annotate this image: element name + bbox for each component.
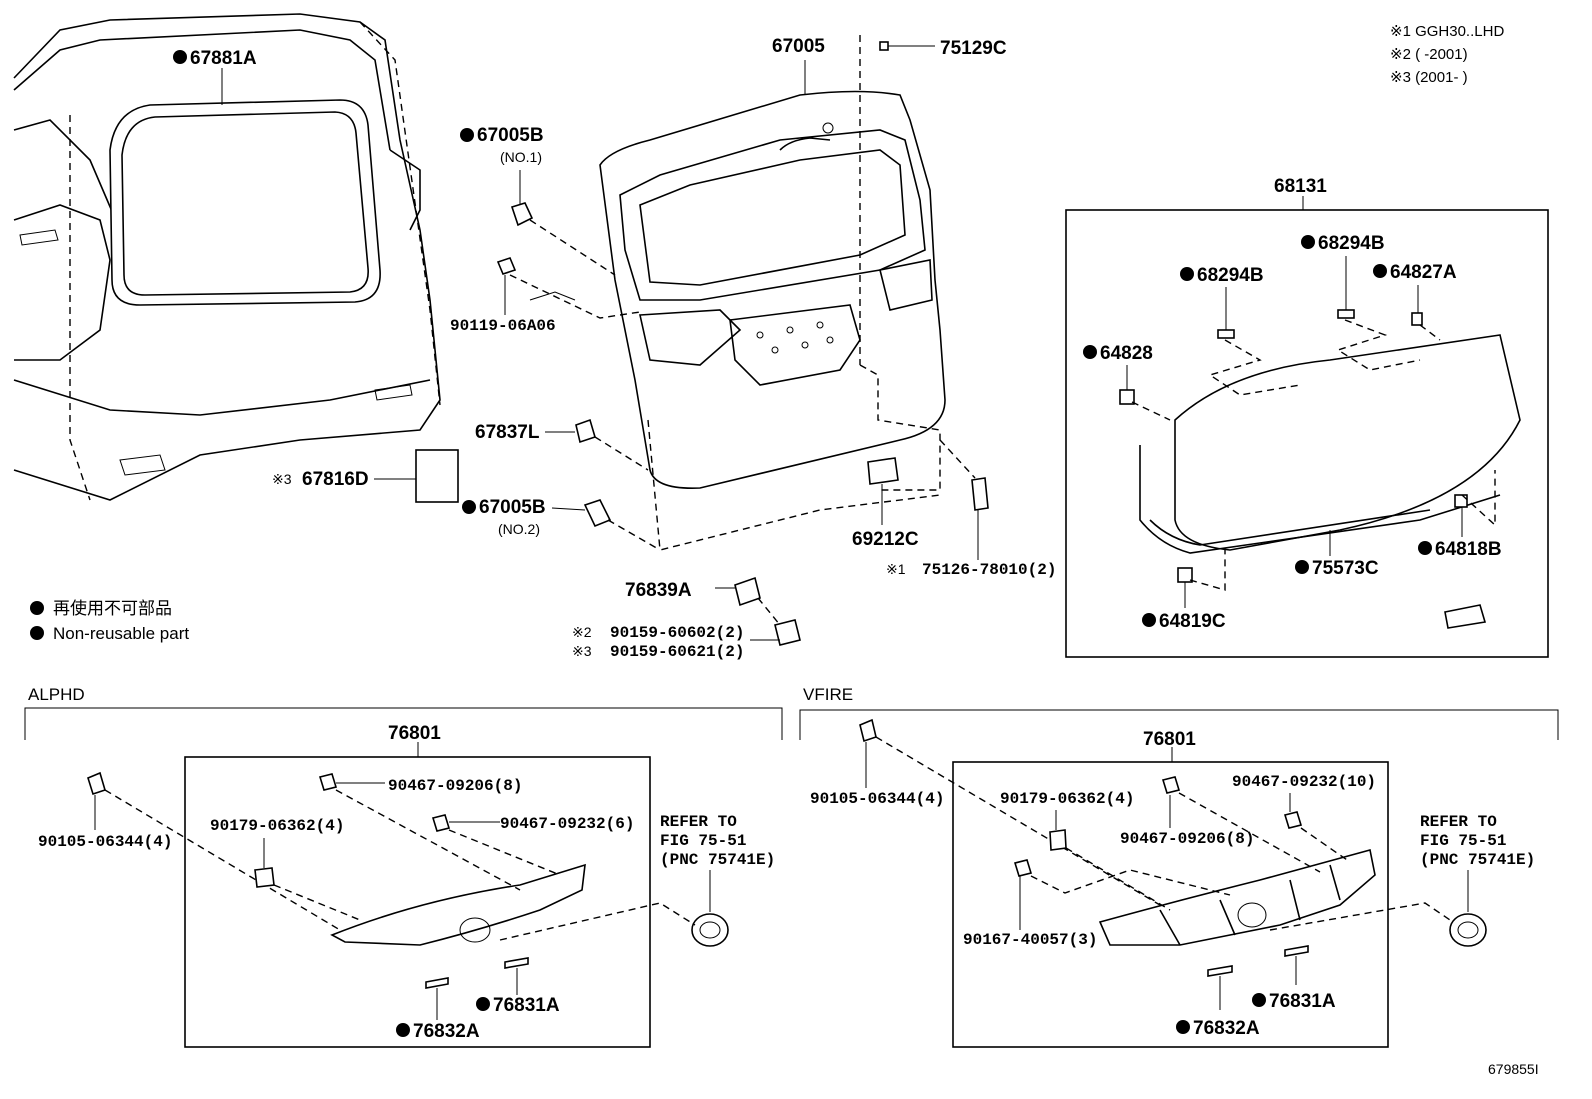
label-75129C: 75129C bbox=[940, 38, 1007, 59]
dot-76832A-right bbox=[1176, 1020, 1190, 1034]
dot-75573C bbox=[1295, 560, 1309, 574]
label-90159-60621: 90159-60621(2) bbox=[610, 643, 744, 661]
label-no2: (NO.2) bbox=[498, 521, 540, 537]
vehicle-body-drawing bbox=[13, 13, 441, 501]
label-90467-09206-left: 90467-09206(8) bbox=[388, 777, 522, 795]
dot-67005B-1 bbox=[460, 128, 474, 142]
back-door-small-parts bbox=[415, 41, 989, 646]
label-75126-78010: 75126-78010(2) bbox=[922, 561, 1056, 579]
label-76831A-left: 76831A bbox=[493, 995, 560, 1016]
dot-76831A-left bbox=[476, 997, 490, 1011]
label-90179-06362-right: 90179-06362(4) bbox=[1000, 790, 1134, 808]
dot-68294B-b bbox=[1301, 235, 1315, 249]
label-64818B: 64818B bbox=[1435, 539, 1502, 560]
label-76801-right: 76801 bbox=[1143, 729, 1196, 750]
label-90119-06A06: 90119-06A06 bbox=[450, 317, 556, 335]
dot-76832A-left bbox=[396, 1023, 410, 1037]
label-68131: 68131 bbox=[1274, 176, 1327, 197]
dot-legend-jp bbox=[30, 601, 44, 615]
mark-3-90159: ※3 bbox=[572, 643, 592, 659]
note-line-3: ※3 (2001- ) bbox=[1390, 69, 1468, 86]
label-90105-06344-right: 90105-06344(4) bbox=[810, 790, 944, 808]
label-90467-09206-right: 90467-09206(8) bbox=[1120, 830, 1254, 848]
label-fig-75-51-left: FIG 75-51 bbox=[660, 832, 746, 850]
label-76832A-left: 76832A bbox=[413, 1021, 480, 1042]
label-75573C: 75573C bbox=[1312, 558, 1379, 579]
dot-67881A bbox=[173, 50, 187, 64]
label-68294B-b: 68294B bbox=[1318, 233, 1385, 254]
label-90467-09232-right: 90467-09232(10) bbox=[1232, 773, 1376, 791]
label-90105-06344-left: 90105-06344(4) bbox=[38, 833, 172, 851]
back-door-drawing bbox=[599, 35, 946, 551]
label-90179-06362-left: 90179-06362(4) bbox=[210, 817, 344, 835]
section-title-alphd: ALPHD bbox=[28, 685, 85, 704]
mark-2-90159: ※2 bbox=[572, 624, 592, 640]
label-67005B-no1: 67005B bbox=[477, 125, 544, 146]
label-76801-left: 76801 bbox=[388, 723, 441, 744]
label-67881A: 67881A bbox=[190, 48, 257, 69]
mark-3-67816D: ※3 bbox=[272, 471, 292, 487]
dot-76831A-right bbox=[1252, 993, 1266, 1007]
label-90167-40057-right: 90167-40057(3) bbox=[963, 931, 1097, 949]
label-64827A: 64827A bbox=[1390, 262, 1457, 283]
legend-en: Non-reusable part bbox=[53, 624, 189, 643]
alphd-section bbox=[24, 707, 783, 1048]
section-title-vfire: VFIRE bbox=[803, 685, 853, 704]
label-76839A: 76839A bbox=[625, 580, 692, 601]
note-line-2: ※2 ( -2001) bbox=[1390, 46, 1468, 63]
label-64819C: 64819C bbox=[1159, 611, 1226, 632]
label-76831A-right: 76831A bbox=[1269, 991, 1336, 1012]
mark-1-75126: ※1 bbox=[886, 561, 906, 577]
legend-jp: 再使用不可部品 bbox=[53, 598, 172, 618]
label-67816D: 67816D bbox=[302, 469, 369, 490]
dot-64819C bbox=[1142, 613, 1156, 627]
label-67837L: 67837L bbox=[475, 422, 540, 443]
label-64828: 64828 bbox=[1100, 343, 1153, 364]
dot-64828 bbox=[1083, 345, 1097, 359]
vfire-section bbox=[799, 709, 1559, 1048]
dot-legend-en bbox=[30, 626, 44, 640]
label-90467-09232-left: 90467-09232(6) bbox=[500, 815, 634, 833]
dot-68294B-a bbox=[1180, 267, 1194, 281]
label-67005: 67005 bbox=[772, 36, 825, 57]
non-reusable-markers bbox=[30, 50, 1432, 1037]
label-fig-75-51-right: FIG 75-51 bbox=[1420, 832, 1506, 850]
label-refer-to-right: REFER TO bbox=[1420, 813, 1497, 831]
label-90159-60602: 90159-60602(2) bbox=[610, 624, 744, 642]
label-pnc-75741E-right: (PNC 75741E) bbox=[1420, 851, 1535, 869]
dot-64827A bbox=[1373, 264, 1387, 278]
dot-64818B bbox=[1418, 541, 1432, 555]
label-no1: (NO.1) bbox=[500, 149, 542, 165]
label-refer-to-left: REFER TO bbox=[660, 813, 737, 831]
garnish-68131-box bbox=[1065, 196, 1549, 658]
label-69212C: 69212C bbox=[852, 529, 919, 550]
label-67005B-no2: 67005B bbox=[479, 497, 546, 518]
figure-id: 679855I bbox=[1488, 1061, 1539, 1077]
dot-67005B-2 bbox=[462, 500, 476, 514]
note-line-1: ※1 GGH30..LHD bbox=[1390, 23, 1504, 40]
label-76832A-right: 76832A bbox=[1193, 1018, 1260, 1039]
label-pnc-75741E-left: (PNC 75741E) bbox=[660, 851, 775, 869]
label-68294B-a: 68294B bbox=[1197, 265, 1264, 286]
